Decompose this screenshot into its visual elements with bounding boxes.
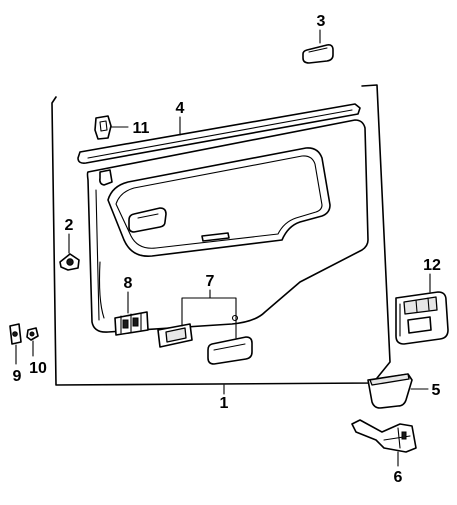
callout-1: 1 xyxy=(220,395,229,412)
part-8-bracket xyxy=(114,311,149,336)
callout-7: 7 xyxy=(206,273,215,290)
callout-3: 3 xyxy=(317,13,326,30)
part-10-clip xyxy=(26,327,39,341)
part-5-pocket xyxy=(367,373,413,409)
callout-2: 2 xyxy=(65,217,74,234)
callout-10: 10 xyxy=(29,360,47,377)
callout-5: 5 xyxy=(432,382,441,399)
callout-12: 12 xyxy=(423,257,441,274)
callout-11: 11 xyxy=(133,120,150,137)
callout-4: 4 xyxy=(176,100,185,117)
part-12-switch-bezel xyxy=(395,291,449,345)
callout-8: 8 xyxy=(124,275,133,292)
part-4-belt-molding xyxy=(77,103,361,164)
door-trim-panel xyxy=(86,119,369,333)
leader-7 xyxy=(181,289,237,339)
part-3-pad xyxy=(302,44,334,64)
callout-9: 9 xyxy=(13,368,22,385)
part-2-grommet xyxy=(59,253,80,271)
callout-6: 6 xyxy=(394,469,403,486)
part-9-clip xyxy=(9,323,22,345)
part-6-bracket xyxy=(351,419,417,453)
part-11-clip xyxy=(94,115,112,140)
part-7-handle-bezel xyxy=(157,323,253,365)
